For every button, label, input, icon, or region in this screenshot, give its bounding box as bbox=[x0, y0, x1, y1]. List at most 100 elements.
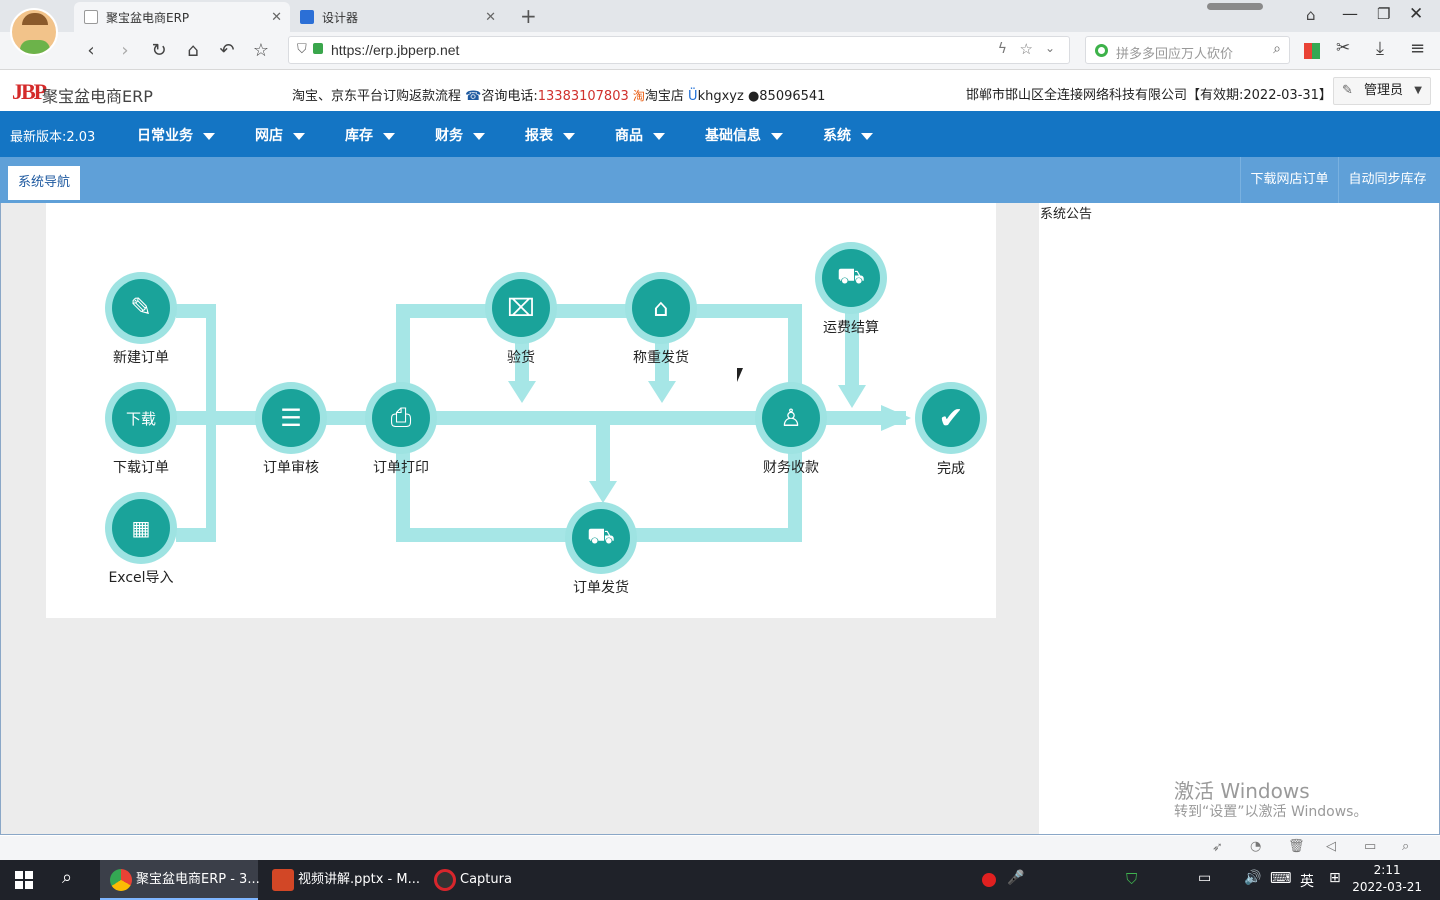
arrow-down-icon bbox=[838, 385, 866, 408]
phone-icon: ☎ bbox=[465, 89, 482, 104]
order-review-node[interactable]: ☰ bbox=[255, 382, 327, 454]
network-icon[interactable]: ▭ bbox=[1198, 870, 1212, 886]
undo-icon[interactable]: ↶ bbox=[219, 40, 235, 61]
zoom-icon[interactable]: ⌕ bbox=[1402, 839, 1410, 854]
url-text: https://erp.jbperp.net bbox=[331, 42, 460, 58]
record-icon[interactable] bbox=[982, 873, 996, 887]
task-captura[interactable]: Captura bbox=[424, 860, 550, 900]
menu-daily-business[interactable]: 日常业务 bbox=[137, 125, 215, 145]
apps-icon[interactable] bbox=[1304, 43, 1320, 59]
search-icon[interactable]: ⌕ bbox=[62, 867, 73, 888]
microphone-icon[interactable]: 🎤 bbox=[1007, 870, 1025, 886]
tab-erp-label: 聚宝盆电商ERP bbox=[106, 10, 190, 25]
trash-icon[interactable]: 🗑 bbox=[1288, 839, 1305, 854]
shield-icon[interactable]: ⛉ bbox=[1126, 870, 1138, 888]
caret-down-icon bbox=[203, 132, 215, 140]
menu-inventory[interactable]: 库存 bbox=[345, 125, 395, 145]
caret-down-icon bbox=[383, 132, 395, 140]
close-icon[interactable]: ✕ bbox=[485, 9, 496, 25]
new-tab-button[interactable]: + bbox=[520, 4, 537, 28]
star-icon[interactable]: ☆ bbox=[252, 40, 270, 61]
sync-stock-button[interactable]: 自动同步库存 bbox=[1338, 157, 1436, 203]
order-ship-node[interactable]: ⛟ bbox=[565, 502, 637, 574]
download-order-node[interactable]: 下载 bbox=[105, 382, 177, 454]
download-progress-icon bbox=[1207, 3, 1263, 10]
inspect-label: 验货 bbox=[507, 350, 535, 366]
activation-watermark-title: 激活 Windows bbox=[1174, 779, 1310, 803]
connector bbox=[176, 304, 216, 318]
qq-link[interactable]: 85096541 bbox=[759, 89, 826, 104]
rocket-icon[interactable]: ➶ bbox=[1212, 840, 1223, 855]
system-clock[interactable]: 2:11 2022-03-21 bbox=[1352, 862, 1422, 896]
task-powerpoint[interactable]: 视频讲解.pptx - M... bbox=[262, 860, 420, 900]
bookmark-star-icon[interactable]: ☆ bbox=[1019, 40, 1033, 58]
profile-avatar[interactable] bbox=[10, 8, 58, 56]
admin-label: 管理员 bbox=[1364, 83, 1404, 98]
menu-system[interactable]: 系统 bbox=[823, 125, 873, 145]
search-icon[interactable]: ⌕ bbox=[1273, 41, 1281, 57]
ime-indicator[interactable]: 英 bbox=[1300, 874, 1314, 890]
ime-mode-icon[interactable]: ⊞ bbox=[1329, 870, 1341, 886]
task-browser[interactable]: 聚宝盆电商ERP - 3... bbox=[100, 860, 260, 900]
download-icon[interactable]: ⤓ bbox=[1376, 38, 1384, 59]
tab-designer[interactable]: 设计器 ✕ bbox=[290, 2, 504, 32]
menu-icon[interactable]: ≡ bbox=[1410, 38, 1426, 59]
sound-icon[interactable]: ◁ bbox=[1326, 839, 1336, 854]
connector bbox=[166, 411, 276, 425]
phone-label: 咨询电话: bbox=[481, 89, 538, 104]
forward-icon[interactable]: › bbox=[121, 40, 129, 61]
taobao-link[interactable]: 淘宝店 bbox=[644, 89, 684, 104]
scissors-icon[interactable]: ✂ bbox=[1336, 38, 1351, 58]
menu-reports[interactable]: 报表 bbox=[525, 125, 575, 145]
back-icon[interactable]: ‹ bbox=[87, 40, 95, 61]
close-window-icon[interactable]: ✕ bbox=[1409, 4, 1424, 24]
finance-receipt-node[interactable]: ♙ bbox=[755, 382, 827, 454]
inspect-node[interactable]: ⌧ bbox=[485, 272, 557, 344]
done-node[interactable]: ✔ bbox=[915, 382, 987, 454]
logo-letters: JBP bbox=[12, 79, 47, 104]
order-print-node[interactable]: ⎙ bbox=[365, 382, 437, 454]
done-label: 完成 bbox=[937, 461, 965, 477]
window-icon[interactable]: ▭ bbox=[1364, 839, 1377, 854]
browser-icon bbox=[110, 869, 132, 891]
tab-erp[interactable]: 聚宝盆电商ERP ✕ bbox=[74, 2, 290, 32]
weigh-ship-node[interactable]: ⌂ bbox=[625, 272, 697, 344]
flow-link[interactable]: 淘宝、京东平台订购返款流程 bbox=[292, 89, 462, 104]
address-bar[interactable]: ⛉ https://erp.jbperp.net ϟ ☆ ⌄ bbox=[288, 36, 1070, 64]
freight-settle-node[interactable]: ⛟ bbox=[815, 242, 887, 314]
mouse-cursor-icon bbox=[737, 368, 743, 382]
start-icon[interactable] bbox=[15, 871, 33, 889]
keyboard-icon[interactable]: ⌨ bbox=[1270, 869, 1292, 887]
chevron-down-icon[interactable]: ⌄ bbox=[1044, 41, 1055, 55]
admin-dropdown[interactable]: ✎ 管理员 ▼ bbox=[1333, 77, 1431, 105]
excel-import-node[interactable]: ▦ bbox=[105, 492, 177, 564]
connector bbox=[176, 528, 216, 542]
notice-panel: 系统公告 bbox=[1039, 203, 1439, 834]
restore-icon[interactable]: ❐ bbox=[1377, 5, 1391, 23]
tab-system-navigation[interactable]: 系统导航 bbox=[8, 166, 80, 200]
search-box[interactable]: 拼多多回应万人砍价 ⌕ bbox=[1085, 36, 1290, 64]
search-engine-icon bbox=[1095, 44, 1108, 57]
volume-icon[interactable]: 🔊 bbox=[1244, 870, 1262, 886]
menu-online-store[interactable]: 网店 bbox=[255, 125, 305, 145]
new-order-node[interactable]: ✎ bbox=[105, 272, 177, 344]
home-icon[interactable]: ⌂ bbox=[187, 40, 199, 61]
menu-basic-info[interactable]: 基础信息 bbox=[705, 125, 783, 145]
menu-finance[interactable]: 财务 bbox=[435, 125, 485, 145]
shield-icon: ⛉ bbox=[297, 42, 307, 57]
download-orders-button[interactable]: 下载网店订单 bbox=[1240, 157, 1338, 203]
shirt-icon[interactable]: ⌂ bbox=[1306, 6, 1316, 24]
new-order-label: 新建订单 bbox=[113, 350, 169, 366]
lightning-icon[interactable]: ϟ bbox=[997, 41, 1007, 57]
minimize-icon[interactable]: — bbox=[1342, 4, 1358, 23]
connector bbox=[596, 425, 610, 485]
flow-panel: ✎ 新建订单 下载 下载订单 ▦ Excel导入 ☰ 订单审核 ⎙ 订单打印 ⌧… bbox=[46, 203, 996, 618]
menu-products[interactable]: 商品 bbox=[615, 125, 665, 145]
logo-mark: JBP bbox=[12, 79, 47, 105]
qq-icon: ● bbox=[747, 89, 760, 104]
close-icon[interactable]: ✕ bbox=[271, 9, 282, 25]
reload-icon[interactable]: ↻ bbox=[151, 40, 167, 61]
speed-icon[interactable]: ◔ bbox=[1250, 839, 1262, 854]
edit-icon: ✎ bbox=[1342, 83, 1353, 98]
wangwang-link[interactable]: khgxyz bbox=[697, 89, 744, 104]
